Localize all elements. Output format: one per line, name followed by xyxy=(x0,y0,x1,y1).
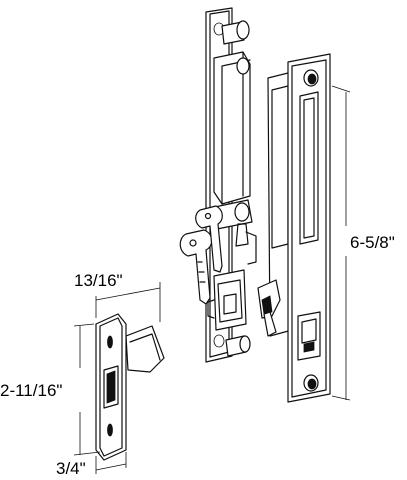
screw-hole xyxy=(107,423,113,437)
key-icon xyxy=(179,205,223,305)
handle-plate xyxy=(205,7,257,363)
handle-height-label: 6-5/8" xyxy=(350,233,395,252)
mortise-latch xyxy=(257,53,331,403)
dimension-keeper-width: 3/4" xyxy=(56,452,127,478)
lock-cylinder xyxy=(234,202,250,222)
keeper-depth-label: 13/16" xyxy=(74,271,123,290)
dimension-handle-height: 6-5/8" xyxy=(331,85,395,401)
screw-hole xyxy=(213,334,225,348)
screw-hole xyxy=(107,335,113,349)
keeper xyxy=(95,313,165,461)
keeper-width-label: 3/4" xyxy=(56,459,86,478)
dimension-keeper-height: 2-11/16" xyxy=(0,323,101,456)
dimension-keeper-depth: 13/16" xyxy=(74,271,161,322)
keeper-height-label: 2-11/16" xyxy=(0,381,62,400)
